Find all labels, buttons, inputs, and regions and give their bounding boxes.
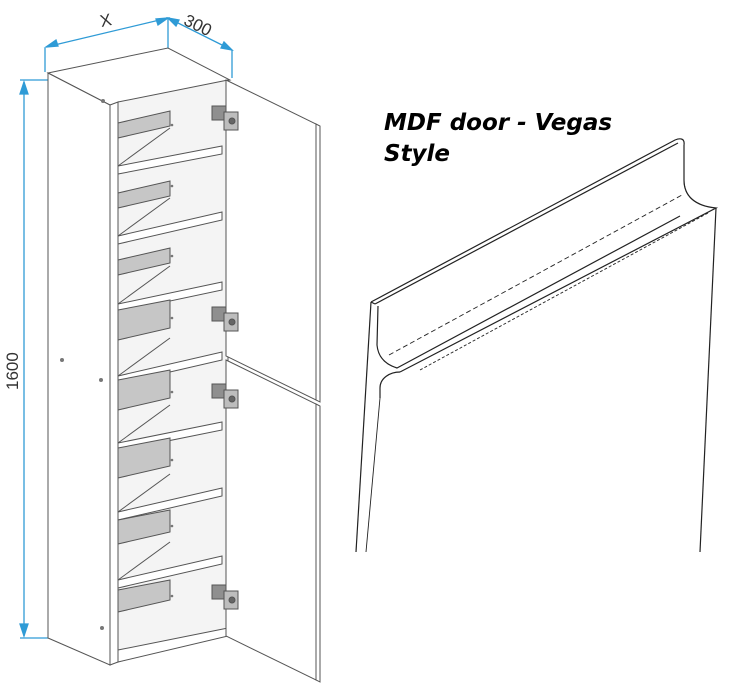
- hinge-icon: [211, 105, 239, 131]
- width-dimension-line: [43, 17, 171, 48]
- door-style-title-line-1: MDF door - Vegas: [384, 110, 613, 136]
- height-dimension-line: [19, 79, 29, 639]
- hinges: [211, 105, 239, 610]
- shelf-7: [117, 509, 223, 589]
- cabinet-left-side: [47, 72, 111, 666]
- width-dimension-label: X: [98, 10, 113, 31]
- hinge-icon: [211, 306, 239, 332]
- cabinet-front-edge: [109, 101, 119, 666]
- cabinet-doors: [225, 79, 321, 683]
- hinge-icon: [211, 584, 239, 610]
- door-profile-right-edge: [699, 207, 717, 553]
- hinge-icon: [211, 383, 239, 409]
- shelf-6: [117, 437, 223, 521]
- door-style-title: MDF door - Vegas Style: [384, 108, 634, 170]
- door-profile-groove: [376, 215, 681, 369]
- cabinet-shelves: [117, 110, 223, 613]
- shelf-1: [117, 110, 223, 175]
- dimension-lines: [19, 16, 234, 639]
- upper-door: [225, 79, 321, 403]
- door-profile-top-lip: [370, 138, 685, 303]
- bottom-shadow: [117, 579, 171, 613]
- shelf-pin-holes: [60, 99, 174, 630]
- door-profile-left-edge: [355, 301, 372, 553]
- mdf-door-profile: [355, 138, 719, 553]
- shelf-2: [117, 180, 223, 245]
- height-dimension-label: 1600: [3, 352, 22, 390]
- depth-dimension-line: [166, 16, 234, 52]
- door-style-title-line-2: Style: [384, 141, 451, 167]
- lower-door: [225, 359, 321, 683]
- depth-dimension-label: 300: [181, 11, 215, 41]
